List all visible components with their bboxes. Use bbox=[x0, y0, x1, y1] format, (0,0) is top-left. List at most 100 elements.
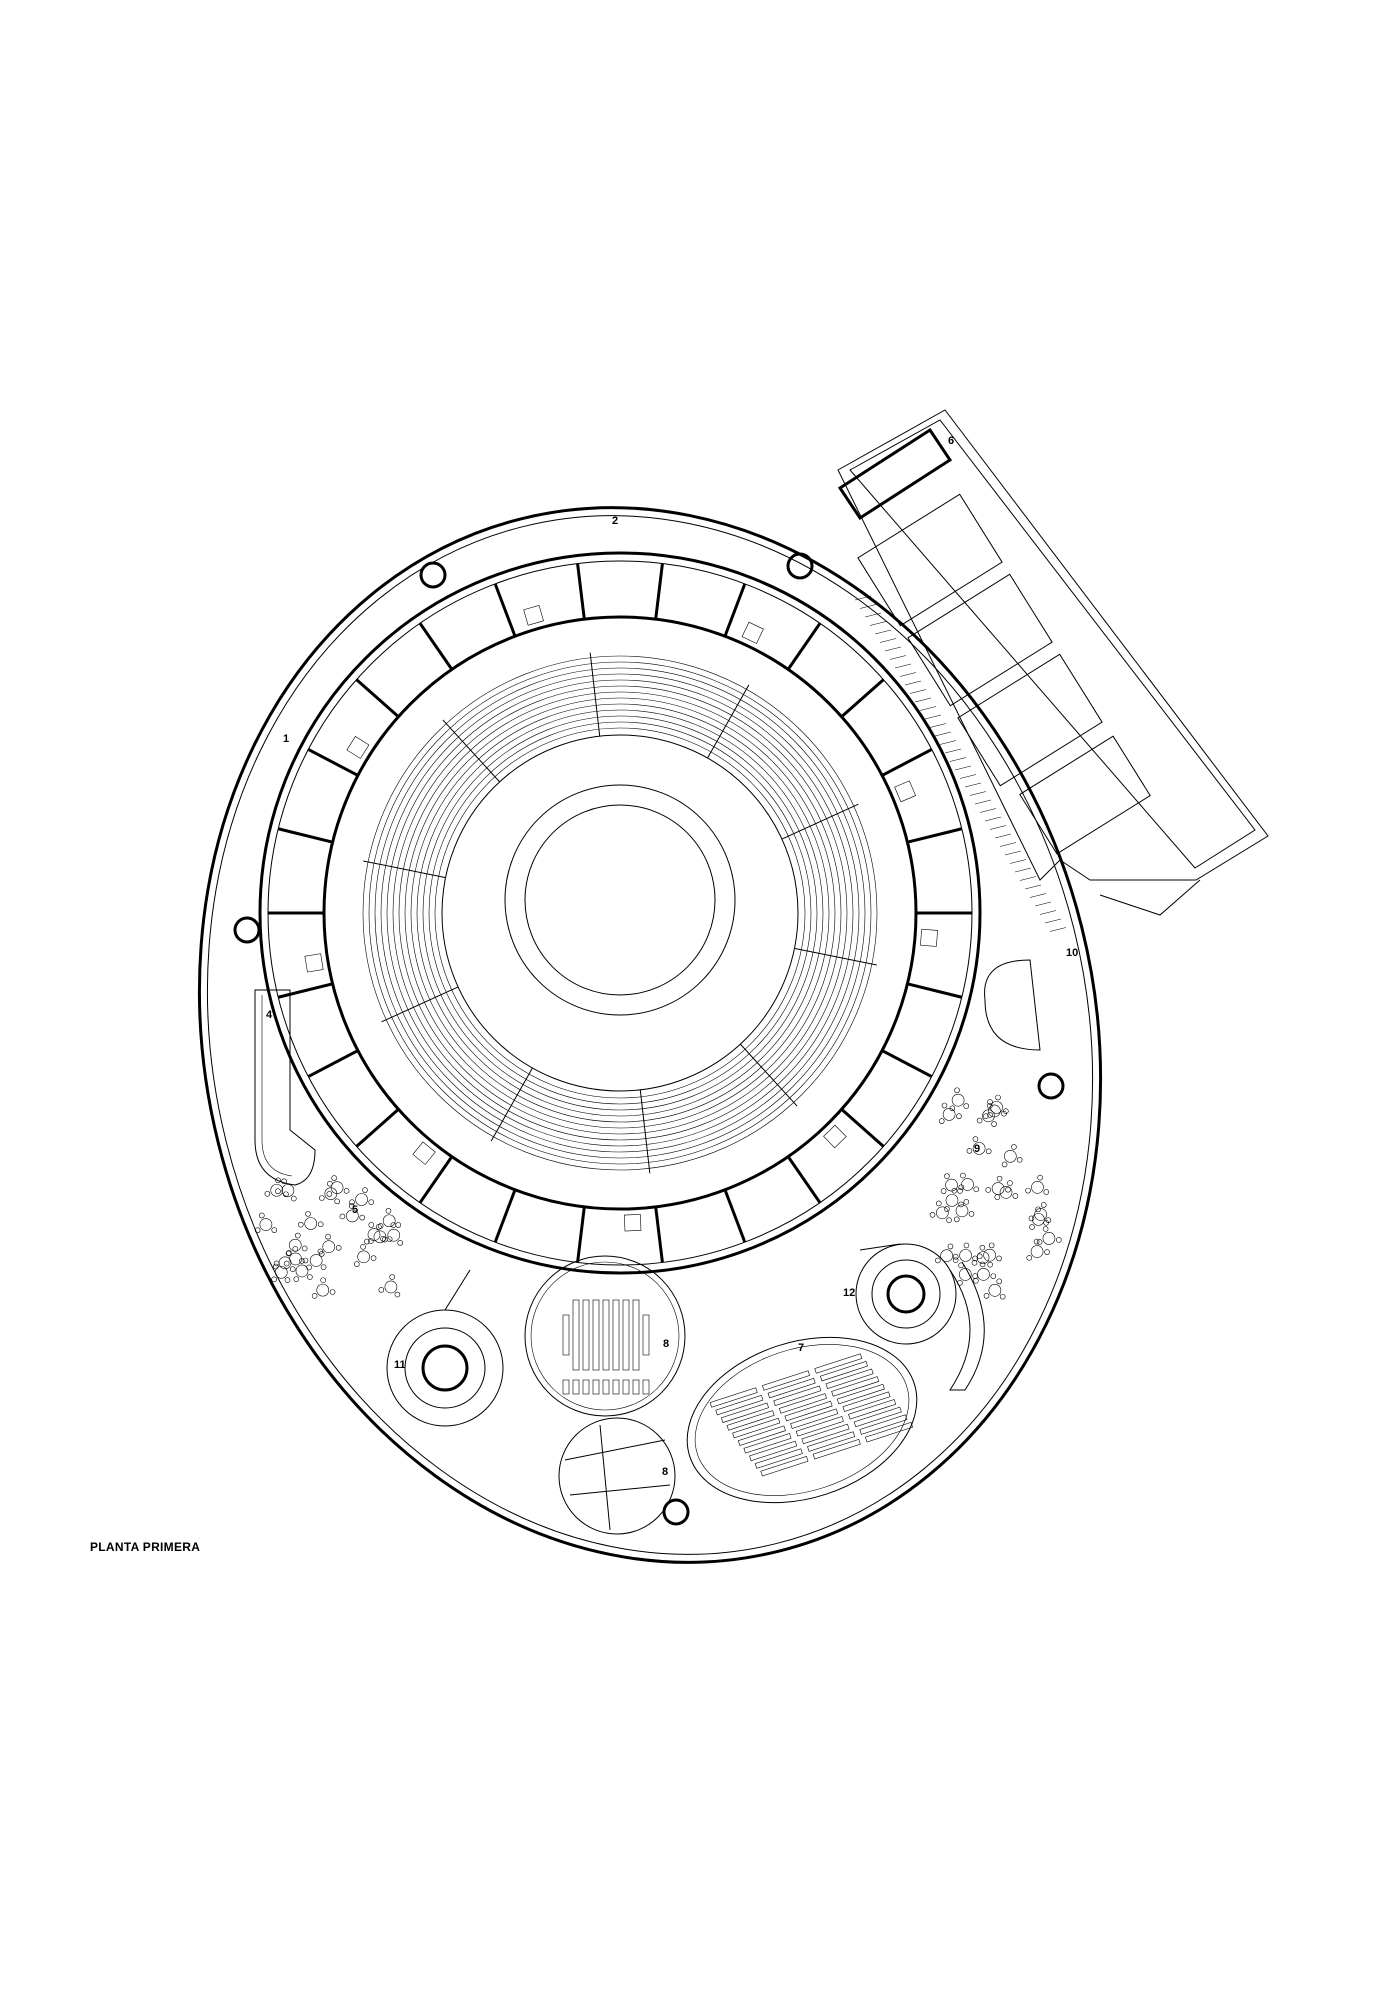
ramp-step bbox=[894, 663, 912, 669]
table bbox=[990, 1101, 1003, 1114]
seating-aisle bbox=[707, 684, 750, 759]
seating-tier bbox=[416, 709, 824, 1117]
seat-row bbox=[795, 1416, 844, 1437]
chair bbox=[938, 1118, 945, 1124]
chair bbox=[1033, 1238, 1040, 1245]
chair bbox=[377, 1223, 384, 1229]
meeting-rooms-5 bbox=[558, 1417, 676, 1535]
seat-row bbox=[790, 1408, 839, 1429]
label-10: 10 bbox=[1066, 947, 1078, 959]
seating-aisle bbox=[363, 860, 446, 879]
annex-building bbox=[837, 409, 1269, 916]
table bbox=[270, 1183, 284, 1197]
chair bbox=[976, 1117, 983, 1124]
table bbox=[278, 1256, 292, 1270]
seating-aisle bbox=[794, 947, 877, 966]
chair bbox=[1029, 1224, 1035, 1230]
table bbox=[976, 1251, 990, 1264]
seat-row bbox=[784, 1400, 833, 1422]
stair-core-6 bbox=[837, 427, 953, 521]
table bbox=[942, 1108, 956, 1121]
chair bbox=[331, 1175, 337, 1181]
seat-row bbox=[572, 1379, 580, 1395]
chair bbox=[963, 1242, 970, 1249]
plan-title: PLANTA PRIMERA bbox=[90, 1540, 201, 1554]
chair bbox=[952, 1253, 959, 1260]
chair bbox=[1035, 1206, 1041, 1213]
auditorium-8-seats bbox=[562, 1299, 650, 1395]
chair bbox=[301, 1245, 308, 1252]
seat-row bbox=[819, 1360, 868, 1382]
table bbox=[951, 1093, 965, 1107]
ramp-step bbox=[1019, 876, 1037, 881]
chair bbox=[952, 1257, 959, 1263]
seat-row bbox=[720, 1402, 769, 1423]
chair bbox=[364, 1238, 370, 1245]
chair bbox=[349, 1199, 355, 1206]
wall-stub bbox=[331, 1051, 355, 1065]
chair bbox=[286, 1250, 292, 1256]
chair bbox=[946, 1217, 952, 1223]
spiral-stair-11 bbox=[386, 1269, 504, 1427]
chair bbox=[295, 1232, 301, 1239]
ramp-step bbox=[854, 595, 872, 601]
seating-tier bbox=[386, 679, 854, 1147]
table bbox=[387, 1228, 401, 1242]
chair bbox=[348, 1203, 355, 1209]
chair bbox=[929, 1211, 936, 1218]
chair bbox=[987, 1261, 993, 1268]
table bbox=[945, 1178, 958, 1192]
chair bbox=[368, 1199, 375, 1205]
seat-row bbox=[622, 1379, 630, 1395]
table bbox=[259, 1218, 273, 1231]
chair bbox=[272, 1263, 279, 1270]
table bbox=[955, 1204, 969, 1218]
chair bbox=[390, 1222, 397, 1228]
chair bbox=[1026, 1255, 1033, 1261]
chair bbox=[1040, 1202, 1047, 1208]
chair bbox=[1044, 1249, 1050, 1255]
chair bbox=[1036, 1239, 1043, 1245]
seat-row bbox=[743, 1433, 792, 1454]
chair bbox=[319, 1195, 325, 1201]
seating-tier bbox=[428, 721, 812, 1105]
seat-row bbox=[709, 1387, 758, 1408]
chair bbox=[960, 1172, 966, 1179]
seat-row bbox=[602, 1379, 610, 1395]
stair-block bbox=[894, 780, 917, 803]
ramp-step bbox=[1009, 859, 1027, 864]
ramp-step bbox=[1039, 910, 1057, 915]
seating-tier bbox=[398, 691, 842, 1135]
chair bbox=[973, 1277, 979, 1284]
chair bbox=[957, 1188, 963, 1194]
wall-stub bbox=[504, 608, 515, 633]
ramp-step bbox=[919, 706, 937, 711]
table bbox=[1032, 1213, 1045, 1226]
ramp-step bbox=[954, 765, 972, 771]
wall-stub bbox=[331, 761, 355, 775]
seat-row bbox=[642, 1314, 650, 1356]
chair bbox=[307, 1274, 313, 1280]
seating-tier bbox=[362, 655, 878, 1171]
chair bbox=[958, 1262, 964, 1269]
chair bbox=[1028, 1215, 1035, 1222]
seat-row bbox=[773, 1385, 822, 1406]
chair bbox=[987, 1099, 993, 1105]
ramp-step bbox=[924, 714, 942, 720]
seat-row bbox=[848, 1399, 897, 1420]
chair bbox=[362, 1187, 368, 1193]
ramp-step bbox=[944, 748, 962, 754]
ramp-step bbox=[984, 816, 1002, 822]
chair bbox=[334, 1198, 341, 1205]
stair-block bbox=[412, 1141, 436, 1165]
chair bbox=[935, 1200, 942, 1207]
seat-row bbox=[754, 1448, 803, 1469]
label-1: 1 bbox=[283, 733, 289, 745]
ramp-step bbox=[974, 799, 992, 805]
table bbox=[988, 1284, 1002, 1297]
chair bbox=[988, 1242, 995, 1249]
table bbox=[373, 1230, 387, 1244]
label-9: 9 bbox=[974, 1143, 980, 1155]
ramp-step bbox=[949, 757, 967, 762]
outer-envelope bbox=[197, 506, 1103, 1564]
